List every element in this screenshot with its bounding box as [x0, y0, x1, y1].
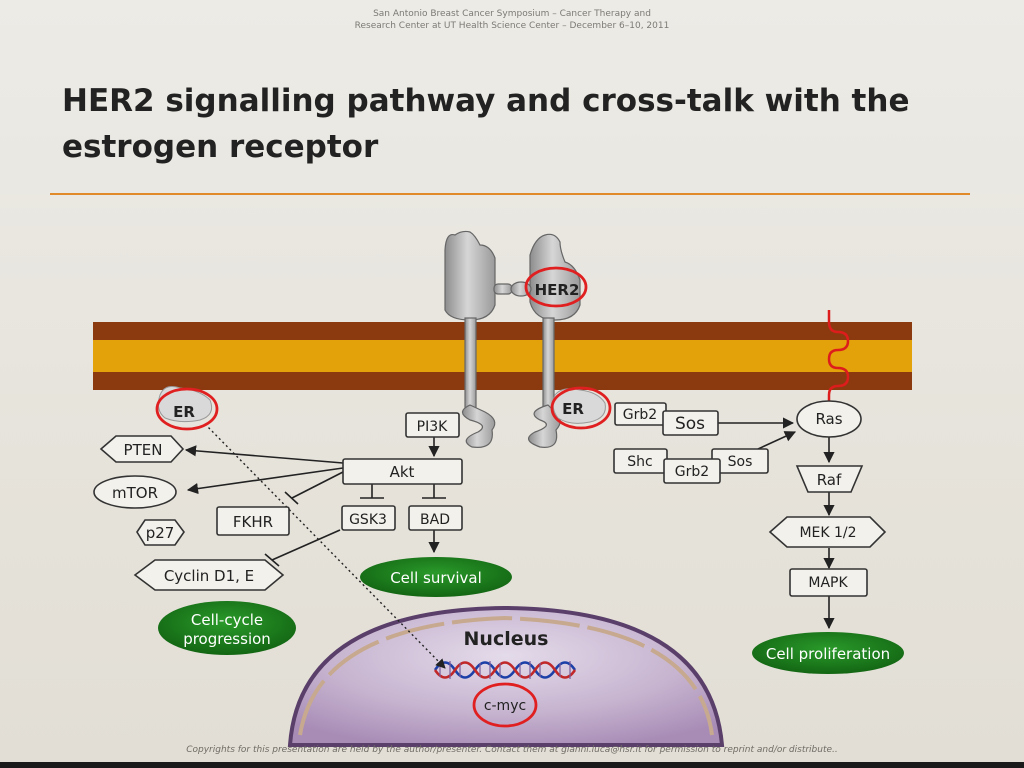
title-line-2: estrogen receptor: [62, 129, 379, 165]
label-pten: PTEN: [124, 441, 163, 459]
outcome-cell-survival: Cell survival: [390, 569, 482, 587]
outcome-cell-proliferation: Cell proliferation: [766, 645, 890, 663]
label-her2: HER2: [535, 281, 580, 299]
title-rule: [50, 193, 970, 195]
label-shc: Shc: [627, 454, 652, 470]
label-grb2-top: Grb2: [623, 407, 657, 423]
label-cmyc: c-myc: [484, 698, 526, 714]
title-line-1: HER2 signalling pathway and cross-talk w…: [62, 83, 910, 119]
outcome-cell-cycle-line-1: Cell-cycle: [191, 611, 263, 629]
outcome-shapes: [158, 557, 904, 674]
label-mapk: MAPK: [808, 575, 848, 591]
label-pi3k: PI3K: [417, 419, 448, 435]
highlight-rings: [155, 266, 612, 728]
outcome-cell-cycle-line-2: progression: [183, 630, 271, 648]
node-shapes: [93, 400, 887, 597]
er-left-shape: [157, 386, 213, 423]
label-cyclin: Cyclin D1, E: [164, 567, 254, 585]
label-nucleus: Nucleus: [464, 628, 549, 650]
label-raf: Raf: [817, 471, 842, 489]
label-sos-top: Sos: [675, 414, 705, 434]
pathway-connectors: [184, 417, 835, 669]
header-line-1: San Antonio Breast Cancer Symposium – Ca…: [373, 9, 651, 19]
screen-bottom-bar: [0, 762, 1024, 768]
slide-header: San Antonio Breast Cancer Symposium – Ca…: [0, 8, 1024, 32]
ras-membrane-anchor: [827, 310, 850, 404]
header-line-2: Research Center at UT Health Science Cen…: [354, 21, 670, 31]
slide-title: HER2 signalling pathway and cross-talk w…: [62, 78, 942, 170]
label-grb2-bottom: Grb2: [675, 464, 709, 480]
cell-membrane: [93, 322, 912, 390]
copyright-footer: Copyrights for this presentation are hel…: [186, 745, 838, 755]
label-fkhr: FKHR: [233, 513, 273, 531]
label-sos-bottom: Sos: [728, 454, 753, 470]
her2-receptor-dimer: [444, 230, 581, 448]
label-bad: BAD: [420, 512, 450, 528]
label-ras: Ras: [815, 410, 842, 428]
label-akt: Akt: [390, 463, 415, 481]
label-mtor: mTOR: [112, 484, 158, 502]
label-er-right: ER: [562, 400, 584, 418]
label-mek: MEK 1/2: [799, 525, 856, 541]
label-p27: p27: [146, 524, 175, 542]
dna-helix-icon: [433, 661, 577, 679]
label-gsk3: GSK3: [349, 512, 387, 528]
label-er-left: ER: [173, 403, 195, 421]
